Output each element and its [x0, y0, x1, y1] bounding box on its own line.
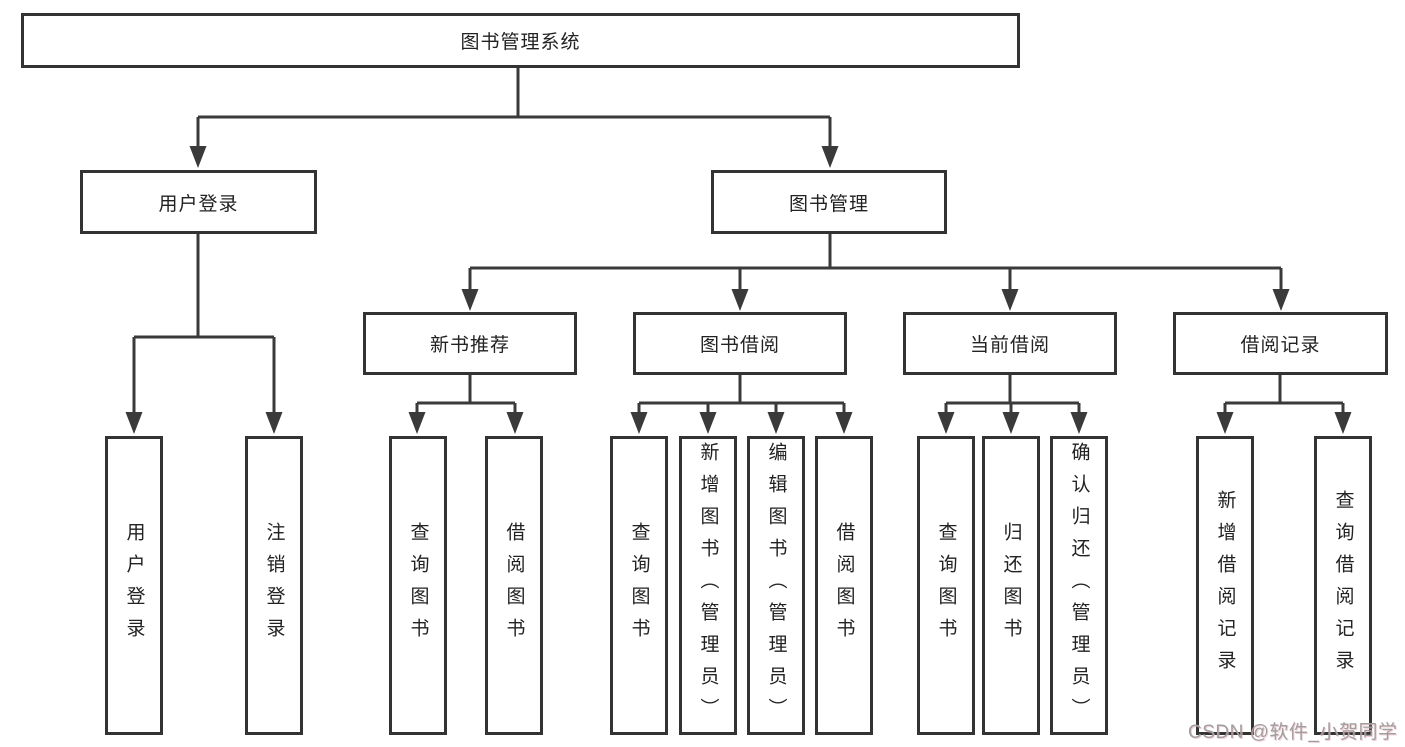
connector-root-to-level2 — [196, 68, 832, 150]
csdn-watermark: CSDN @软件_小贺同学 — [1188, 722, 1398, 743]
leaf-logout: 注销登录 — [245, 436, 303, 735]
arrow-down-icon — [265, 412, 283, 434]
leaf-confirm-return-admin: 确认归还（管理员） — [1050, 436, 1108, 735]
arrow-down-icon — [461, 289, 479, 311]
arrow-down-icon — [506, 412, 524, 434]
arrow-down-icon — [1001, 289, 1019, 311]
connector-current-borrow-group — [944, 375, 1081, 416]
arrow-down-icon — [731, 289, 749, 311]
connector-new-book-group — [415, 375, 517, 416]
arrow-down-icon — [1216, 412, 1234, 434]
arrow-down-icon — [630, 412, 648, 434]
arrow-down-icon — [1272, 289, 1290, 311]
arrow-down-icon — [1334, 412, 1352, 434]
leaf-query-books-recommend: 查询图书 — [389, 436, 447, 735]
leaf-add-books-admin: 新增图书（管理员） — [679, 436, 737, 735]
leaf-edit-books-admin: 编辑图书（管理员） — [747, 436, 805, 735]
leaf-query-books-borrow: 查询图书 — [610, 436, 668, 735]
arrow-down-icon — [835, 412, 853, 434]
arrow-down-icon — [821, 146, 839, 168]
node-library-management-system: 图书管理系统 — [21, 13, 1020, 68]
connector-borrow-record-group — [1223, 375, 1345, 416]
leaf-add-borrow-record: 新增借阅记录 — [1196, 436, 1254, 735]
leaf-borrow-books: 借阅图书 — [815, 436, 873, 735]
node-user-login: 用户登录 — [80, 170, 317, 234]
arrow-down-icon — [1070, 412, 1088, 434]
leaf-user-login: 用户登录 — [105, 436, 163, 735]
node-new-book-recommendation: 新书推荐 — [363, 312, 577, 375]
node-book-management: 图书管理 — [711, 170, 947, 234]
connector-book-management-to-level3 — [468, 234, 1283, 293]
connector-paths — [132, 68, 1345, 416]
node-current-borrowing: 当前借阅 — [903, 312, 1117, 375]
connector-user-login-group — [132, 234, 276, 416]
arrow-down-icon — [937, 412, 955, 434]
arrow-down-icon — [767, 412, 785, 434]
connector-book-borrow-group — [637, 375, 846, 416]
leaf-return-books: 归还图书 — [982, 436, 1040, 735]
node-book-borrowing: 图书借阅 — [633, 312, 847, 375]
leaf-query-books-current: 查询图书 — [917, 436, 975, 735]
leaf-query-borrow-record: 查询借阅记录 — [1314, 436, 1372, 735]
arrowheads — [125, 146, 1352, 434]
arrow-down-icon — [408, 412, 426, 434]
leaf-borrow-books-recommend: 借阅图书 — [485, 436, 543, 735]
arrow-down-icon — [699, 412, 717, 434]
node-borrowing-records: 借阅记录 — [1173, 312, 1388, 375]
arrow-down-icon — [1002, 412, 1020, 434]
arrow-down-icon — [125, 412, 143, 434]
arrow-down-icon — [189, 146, 207, 168]
